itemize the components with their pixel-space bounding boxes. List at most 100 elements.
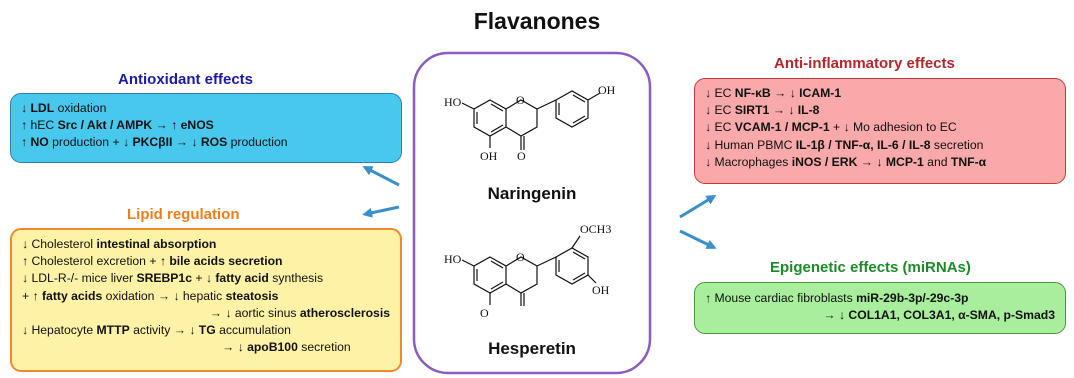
lipid-text: intestinal absorption (96, 237, 217, 251)
antioxidant-text: Src / Akt / AMPK (57, 118, 153, 133)
naringenin-atom-ho: HO (444, 95, 462, 109)
inflammatory-text: → ↓ (770, 86, 800, 100)
lipid-text: + ↑ (22, 288, 42, 303)
lipid-line: ↓ Hepatocyte MTTP activity → ↓ TG accumu… (22, 322, 390, 339)
lipid-text: ↓ Cholesterol (22, 237, 97, 251)
lipid-text: → ↓ aortic sinus (209, 305, 300, 320)
inflammatory-line: ↓ EC NF-κB → ↓ ICAM-1 (705, 85, 1055, 102)
lipid-text: MTTP (96, 323, 130, 338)
inflammatory-text: IL-8 (797, 103, 820, 118)
inflammatory-text: ↓ EC (705, 120, 735, 135)
antioxidant-text: eNOS (180, 118, 214, 133)
lipid-line: ↑ Cholesterol excretion + ↑ bile acids s… (22, 253, 390, 270)
center-frame (412, 51, 652, 375)
antioxidant-text: NO (30, 135, 49, 150)
lipid-text: ↓ Hepatocyte (22, 323, 97, 338)
epigenetic-header: Epigenetic effects (miRNAs) (770, 259, 971, 276)
epigenetic-line: → ↓ COL1A1, COL3A1, α-SMA, p-Smad3 (705, 307, 1055, 324)
epigenetic-box: ↑ Mouse cardiac fibroblasts miR-29b-3p/-… (694, 282, 1066, 334)
hesperetin-atom-oh-b: OH (592, 283, 610, 297)
inflammatory-line: ↓ Human PBMC IL-1β / TNF-α, IL-6 / IL-8 … (705, 137, 1055, 154)
antioxidant-text: production + ↓ (48, 135, 133, 150)
antioxidant-header: Antioxidant effects (118, 71, 254, 88)
antioxidant-text: PKCβII (132, 135, 173, 150)
inflammatory-line: ↓ Macrophages iNOS / ERK → ↓ MCP-1 and T… (705, 154, 1055, 171)
lipid-text: ↓ LDL-R-/- mice liver (22, 271, 137, 286)
naringenin-atom-oh-a: OH (480, 149, 498, 163)
lipid-line: ↓ Cholesterol intestinal absorption (22, 236, 390, 253)
lipid-header: Lipid regulation (127, 206, 240, 223)
inflammatory-line: ↓ EC SIRT1 → ↓ IL-8 (705, 102, 1055, 119)
inflammatory-text: iNOS / ERK (791, 154, 858, 169)
epigenetic-text: miR-29b-3p/-29c-3p (856, 291, 969, 305)
lipid-text: atherosclerosis (299, 305, 390, 320)
arrow-to-lipid (362, 205, 400, 218)
lipid-text: TG (198, 323, 216, 338)
naringenin-atom-oh-b: OH (598, 83, 616, 97)
lipid-text: synthesis (268, 271, 324, 286)
inflammatory-text: MCP-1 (885, 154, 924, 169)
lipid-text: activity → ↓ (129, 323, 199, 338)
naringenin-label: Naringenin (487, 184, 577, 203)
hesperetin-atom-ring-o: O (516, 250, 525, 264)
hesperetin-label: Hesperetin (488, 339, 576, 358)
epigenetic-text: ↑ Mouse cardiac fibroblasts (705, 291, 857, 305)
inflammatory-box: ↓ EC NF-κB → ↓ ICAM-1↓ EC SIRT1 → ↓ IL-8… (694, 78, 1066, 184)
antioxidant-text: ↑ hEC (21, 118, 58, 133)
lipid-text: secretion (297, 340, 351, 355)
lipid-text: apoB100 (247, 340, 298, 355)
inflammatory-text: SIRT1 (734, 103, 770, 118)
lipid-text: + ↓ (191, 271, 216, 286)
lipid-text: accumulation (215, 323, 291, 338)
arrow-to-antioxidant (362, 166, 400, 187)
inflammatory-text: secretion (930, 137, 984, 152)
hesperetin-structure (461, 235, 597, 306)
antioxidant-text: ↓ (21, 101, 31, 115)
inflammatory-text: + ↓ Mo adhesion to EC (829, 120, 957, 135)
inflammatory-text: ↓ EC (705, 103, 735, 118)
antioxidant-text: oxidation (54, 101, 107, 115)
hesperetin-atom-ho: HO (444, 252, 462, 266)
inflammatory-header: Anti-inflammatory effects (774, 55, 955, 72)
antioxidant-text: ↑ (21, 135, 31, 150)
lipid-line: ↓ LDL-R-/- mice liver SREBP1c + ↓ fatty … (22, 270, 390, 287)
lipid-text: bile acids secretion (169, 254, 283, 269)
inflammatory-text: and (923, 154, 951, 169)
inflammatory-text: → ↓ (857, 154, 886, 169)
antioxidant-text: ROS (200, 135, 228, 150)
lipid-line: → ↓ apoB100 secretion (22, 339, 390, 356)
antioxidant-text: production (227, 135, 288, 150)
lipid-box: ↓ Cholesterol intestinal absorption↑ Cho… (10, 228, 402, 372)
inflammatory-text: → ↓ (769, 103, 798, 118)
antioxidant-line: ↓ LDL oxidation (21, 100, 391, 117)
epigenetic-text: → ↓ (823, 308, 849, 323)
lipid-line: → ↓ aortic sinus atherosclerosis (22, 305, 390, 322)
hesperetin-atom-methoxy: OCH3 (580, 222, 611, 236)
inflammatory-text: TNF-α (950, 154, 987, 169)
antioxidant-text: → ↑ (152, 118, 181, 133)
lipid-text: oxidation → ↓ hepatic (102, 288, 226, 303)
diagram-title: Flavanones (473, 8, 601, 34)
lipid-line: + ↑ fatty acids oxidation → ↓ hepatic st… (22, 288, 390, 305)
lipid-text: → ↓ (222, 340, 248, 355)
naringenin-atom-ring-o: O (516, 93, 525, 107)
antioxidant-line: ↑ hEC Src / Akt / AMPK → ↑ eNOS (21, 117, 391, 134)
hesperetin-atom-oh-a: O (480, 306, 489, 320)
arrow-to-inflammatory (679, 194, 717, 219)
inflammatory-text: IL-1β / TNF-α, IL-6 / IL-8 (795, 137, 931, 152)
lipid-text: fatty acids (41, 288, 103, 303)
epigenetic-line: ↑ Mouse cardiac fibroblasts miR-29b-3p/-… (705, 290, 1055, 307)
inflammatory-text: ↓ EC (705, 86, 735, 100)
lipid-text: ↑ Cholesterol excretion + ↑ (22, 254, 170, 269)
antioxidant-text: → ↓ (172, 135, 201, 150)
lipid-text: SREBP1c (136, 271, 192, 286)
inflammatory-text: ↓ Macrophages (705, 154, 792, 169)
inflammatory-text: ↓ Human PBMC (705, 137, 796, 152)
inflammatory-text: NF-κB (734, 86, 771, 100)
naringenin-structure (461, 90, 601, 150)
epigenetic-text: COL1A1, COL3A1, α-SMA, p-Smad3 (848, 308, 1055, 323)
antioxidant-line: ↑ NO production + ↓ PKCβII → ↓ ROS produ… (21, 134, 391, 151)
naringenin-atom-carbonyl-o: O (517, 149, 526, 163)
antioxidant-box: ↓ LDL oxidation↑ hEC Src / Akt / AMPK → … (10, 93, 402, 163)
